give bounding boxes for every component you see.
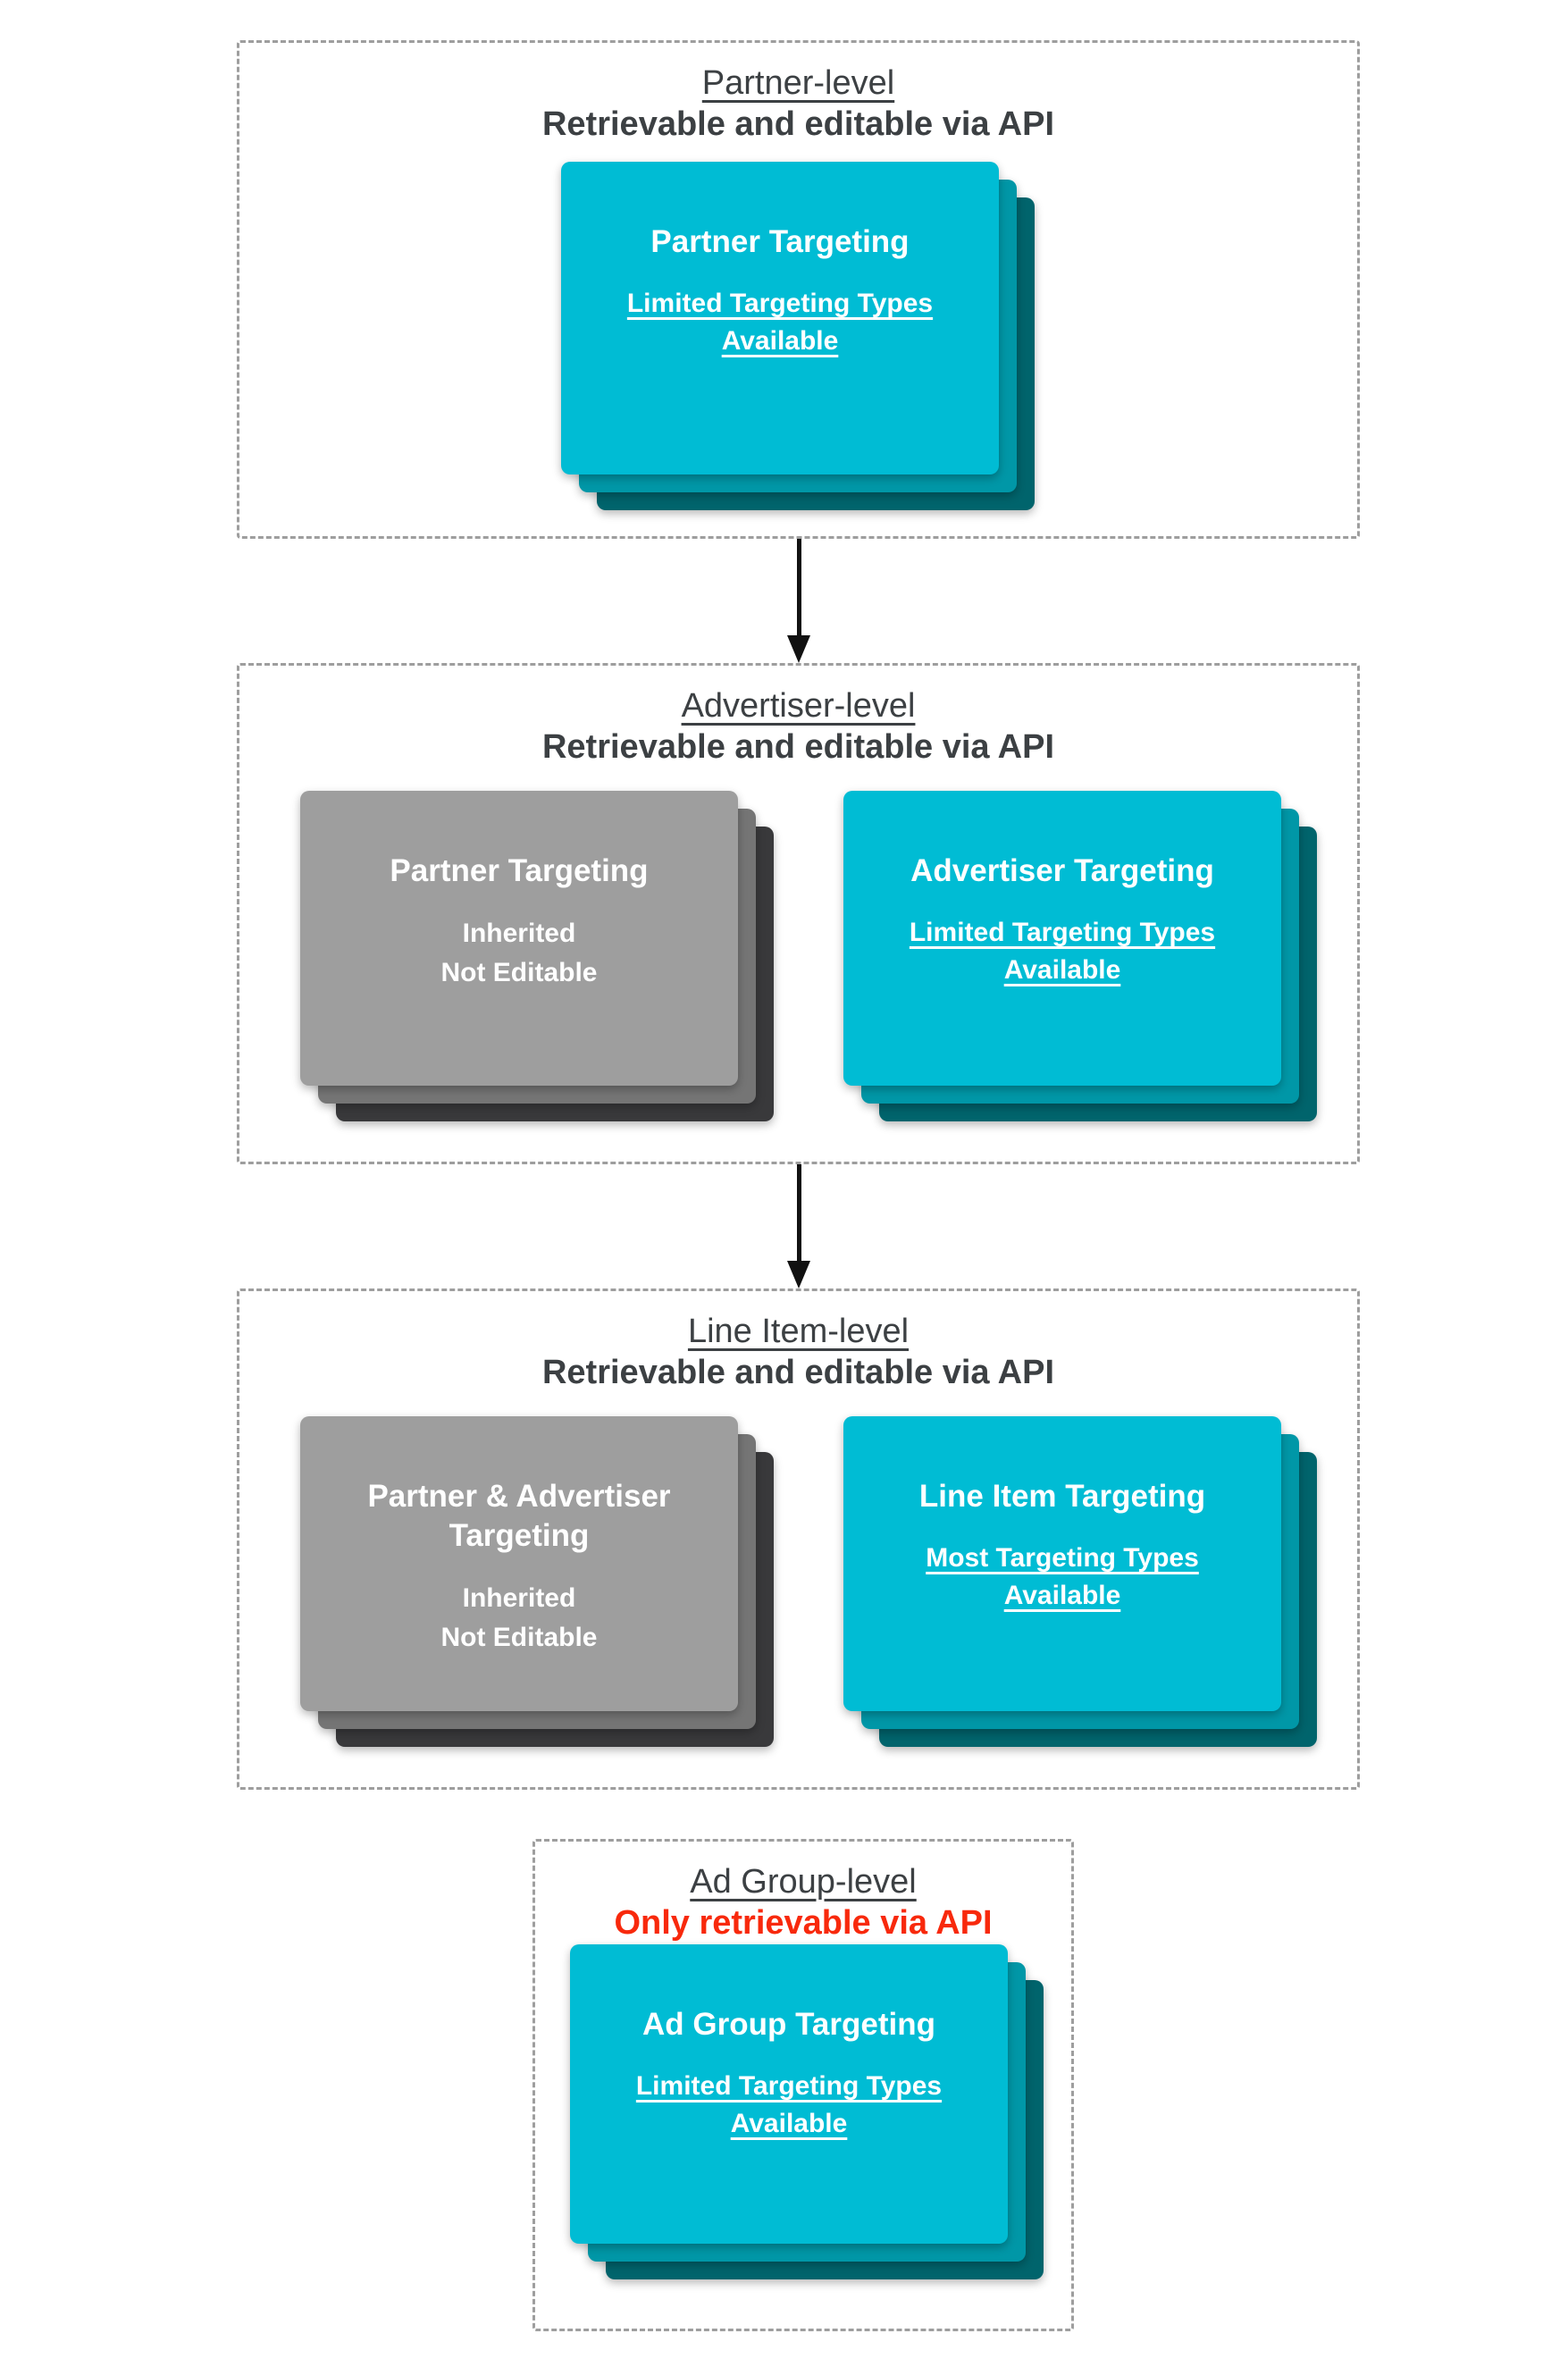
card-subtitle: Limited Targeting Types Available: [909, 918, 1216, 985]
advertiser-targeting-card: Advertiser Targeting Limited Targeting T…: [843, 791, 1281, 1086]
arrow-shaft: [796, 539, 801, 635]
card-line: Inherited: [462, 919, 576, 948]
arrow-head: [787, 1261, 810, 1288]
line-item-targeting-card: Line Item Targeting Most Targeting Types…: [843, 1416, 1281, 1711]
section-subtitle: Retrievable and editable via API: [541, 105, 1055, 143]
card-line: Not Editable: [440, 958, 598, 987]
card-line: Inherited: [462, 1583, 576, 1613]
advertiser-level-section: Advertiser-level Retrievable and editabl…: [237, 663, 1360, 1164]
ad-group-level-section: Ad Group-level Only retrievable via API …: [532, 1839, 1074, 2331]
partner-targeting-card: Partner Targeting Limited Targeting Type…: [561, 162, 999, 474]
section-title: Partner-level: [701, 64, 895, 102]
section-title: Advertiser-level: [681, 687, 916, 725]
card-subtitle: Limited Targeting Types Available: [626, 289, 934, 356]
card-lines: Inherited Not Editable: [440, 1579, 597, 1658]
section-subtitle: Retrievable and editable via API: [541, 1354, 1055, 1391]
inherited-partner-advertiser-targeting-card: Partner & Advertiser Targeting Inherited…: [300, 1416, 738, 1711]
card-subtitle: Limited Targeting Types Available: [635, 2071, 943, 2138]
card-subtitle: Most Targeting Types Available: [926, 1543, 1199, 1610]
section-title: Ad Group-level: [690, 1863, 917, 1901]
card-title: Partner & Advertiser Targeting: [367, 1479, 671, 1553]
partner-level-section: Partner-level Retrievable and editable v…: [237, 40, 1360, 539]
card-title: Partner Targeting: [650, 224, 910, 259]
card-title: Ad Group Targeting: [642, 2007, 935, 2042]
arrow-head: [787, 635, 810, 663]
arrow-down-icon: [787, 1164, 810, 1288]
section-title: Line Item-level: [687, 1313, 910, 1350]
card-title: Line Item Targeting: [918, 1479, 1206, 1514]
arrow-shaft: [796, 1164, 801, 1261]
card-title: Partner Targeting: [390, 853, 649, 888]
card-title: Advertiser Targeting: [910, 853, 1214, 888]
card-line: Not Editable: [440, 1623, 598, 1652]
ad-group-targeting-card: Ad Group Targeting Limited Targeting Typ…: [570, 1944, 1008, 2244]
line-item-level-section: Line Item-level Retrievable and editable…: [237, 1288, 1360, 1790]
card-lines: Inherited Not Editable: [440, 914, 597, 993]
inherited-partner-targeting-card: Partner Targeting Inherited Not Editable: [300, 791, 738, 1086]
section-subtitle: Only retrievable via API: [614, 1904, 993, 1942]
section-subtitle: Retrievable and editable via API: [541, 728, 1055, 766]
arrow-down-icon: [787, 539, 810, 663]
